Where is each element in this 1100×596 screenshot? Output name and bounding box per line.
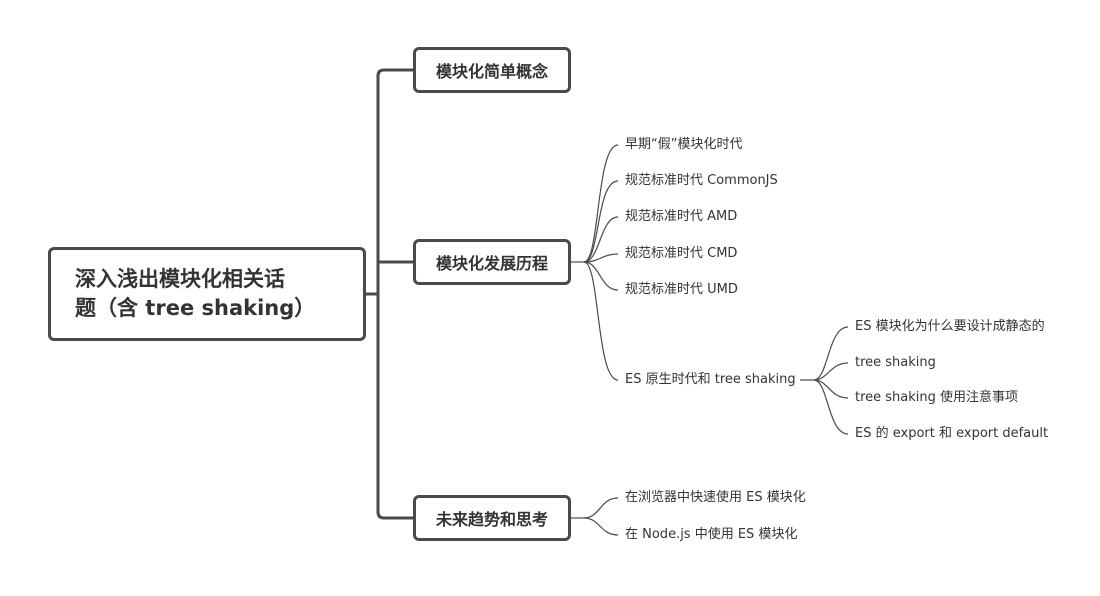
subtopic-early-fake-module[interactable]: 早期“假”模块化时代 — [625, 137, 743, 152]
topic-label: 未来趋势和思考 — [435, 510, 548, 529]
subtopic-tree-shaking-notes[interactable]: tree shaking 使用注意事项 — [855, 390, 1019, 405]
root-topic-line1: 深入浅出模块化相关话 — [75, 266, 285, 291]
subtopic-amd[interactable]: 规范标准时代 AMD — [625, 209, 738, 224]
topic-future-trends[interactable]: 未来趋势和思考 — [413, 495, 571, 541]
topic-module-history[interactable]: 模块化发展历程 — [413, 239, 571, 285]
topic-label: 模块化简单概念 — [435, 62, 548, 81]
subtopic-tree-shaking[interactable]: tree shaking — [855, 355, 936, 370]
subtopic-browser-es-module[interactable]: 在浏览器中快速使用 ES 模块化 — [625, 490, 806, 505]
subtopic-es-native[interactable]: ES 原生时代和 tree shaking — [625, 372, 796, 387]
root-topic-line2: 题（含 tree shaking） — [75, 296, 316, 320]
subtopic-es-static-design[interactable]: ES 模块化为什么要设计成静态的 — [855, 319, 1045, 334]
subtopic-umd[interactable]: 规范标准时代 UMD — [625, 282, 738, 297]
topic-label: 模块化发展历程 — [435, 254, 548, 273]
subtopic-es-export[interactable]: ES 的 export 和 export default — [855, 426, 1049, 441]
topic-module-concept[interactable]: 模块化简单概念 — [413, 47, 571, 93]
subtopic-cmd[interactable]: 规范标准时代 CMD — [625, 246, 738, 261]
root-topic[interactable]: 深入浅出模块化相关话 题（含 tree shaking） — [48, 247, 366, 341]
subtopic-node-es-module[interactable]: 在 Node.js 中使用 ES 模块化 — [625, 527, 798, 542]
subtopic-commonjs[interactable]: 规范标准时代 CommonJS — [625, 173, 778, 188]
